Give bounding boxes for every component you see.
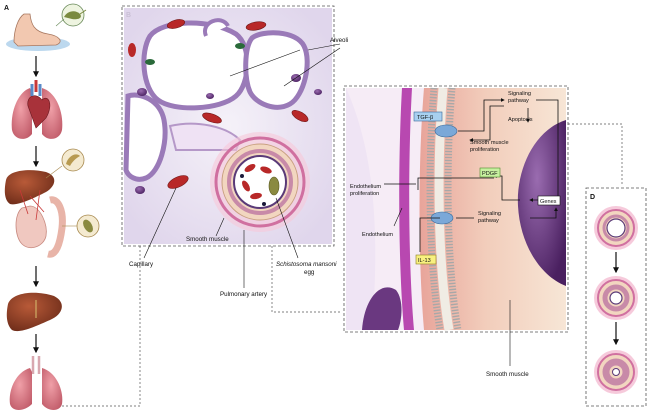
endothelium-layer	[399, 88, 414, 330]
alveolar-tissue	[123, 18, 310, 182]
lungs-heart-illustration	[11, 80, 63, 139]
signaling-top-line2: pathway	[508, 98, 529, 104]
egg-species-label: Schistosoma mansoni	[276, 261, 337, 268]
connector-c-to-d	[568, 123, 623, 186]
connector-a-to-b	[62, 246, 141, 407]
tgf-beta-label: TGF-β	[417, 115, 433, 121]
signaling-bottom-line1: Signaling	[478, 211, 501, 217]
panel-d-letter: D	[590, 194, 595, 201]
lungs-illustration	[9, 356, 63, 410]
endothelium-proliferation-line1: Endothelium	[350, 184, 381, 190]
smooth-muscle-label-c: Smooth muscle	[486, 371, 529, 378]
panel-a-letter: A	[4, 5, 9, 12]
schistosoma-egg-shape	[268, 176, 280, 196]
panel-d: D	[585, 187, 647, 407]
il13-box	[415, 254, 437, 265]
pdgf-label: PDGF	[482, 171, 498, 177]
pdgf-box	[479, 167, 501, 178]
panel-c-frame	[343, 85, 569, 333]
genes-label: Genes	[540, 199, 557, 205]
artery-stage-2	[594, 276, 638, 320]
apoptosis-label: Apoptosis	[508, 117, 533, 123]
panel-b-frame	[121, 5, 335, 247]
artery-stage-1	[594, 206, 638, 250]
panel-d-frame	[585, 187, 647, 407]
alveoli-label: Alveoli	[330, 37, 348, 44]
tgf-receptor	[434, 124, 458, 138]
pathway-arrows	[417, 98, 559, 252]
sm-proliferation-line2: proliferation	[470, 147, 499, 153]
foot-in-water-illustration	[6, 3, 87, 51]
signaling-top-line1: Signaling	[508, 91, 531, 97]
endothelium-proliferation-line2: proliferation	[350, 191, 379, 197]
panel-b: B	[121, 5, 348, 313]
egg-word-label: egg	[304, 269, 315, 276]
capillary-label: Capillary	[129, 261, 154, 268]
genes-box	[537, 195, 561, 206]
liver-illustration	[6, 292, 62, 332]
il13-label: IL-13	[418, 258, 431, 264]
liver-intestine-illustration	[4, 148, 100, 258]
pulmonary-artery-cross-section	[210, 132, 310, 232]
artery-stage-3	[594, 350, 638, 394]
panel-c: C TGF-β	[343, 85, 623, 378]
tissue-nuclei	[135, 74, 322, 194]
signaling-bottom-line2: pathway	[478, 218, 499, 224]
capillary-rbcs	[128, 19, 309, 189]
panel-a: A	[4, 3, 141, 410]
pulmonary-artery-label: Pulmonary artery	[220, 291, 268, 298]
smooth-muscle-label-b: Smooth muscle	[186, 236, 229, 243]
connector-b-to-c	[271, 246, 340, 313]
endothelium-label: Endothelium	[362, 232, 393, 238]
endothelial-nucleus	[362, 287, 402, 330]
tgf-beta-box	[413, 111, 443, 122]
sm-proliferation-line1: Smooth muscle	[470, 140, 509, 146]
smooth-muscle-cell	[419, 88, 566, 330]
